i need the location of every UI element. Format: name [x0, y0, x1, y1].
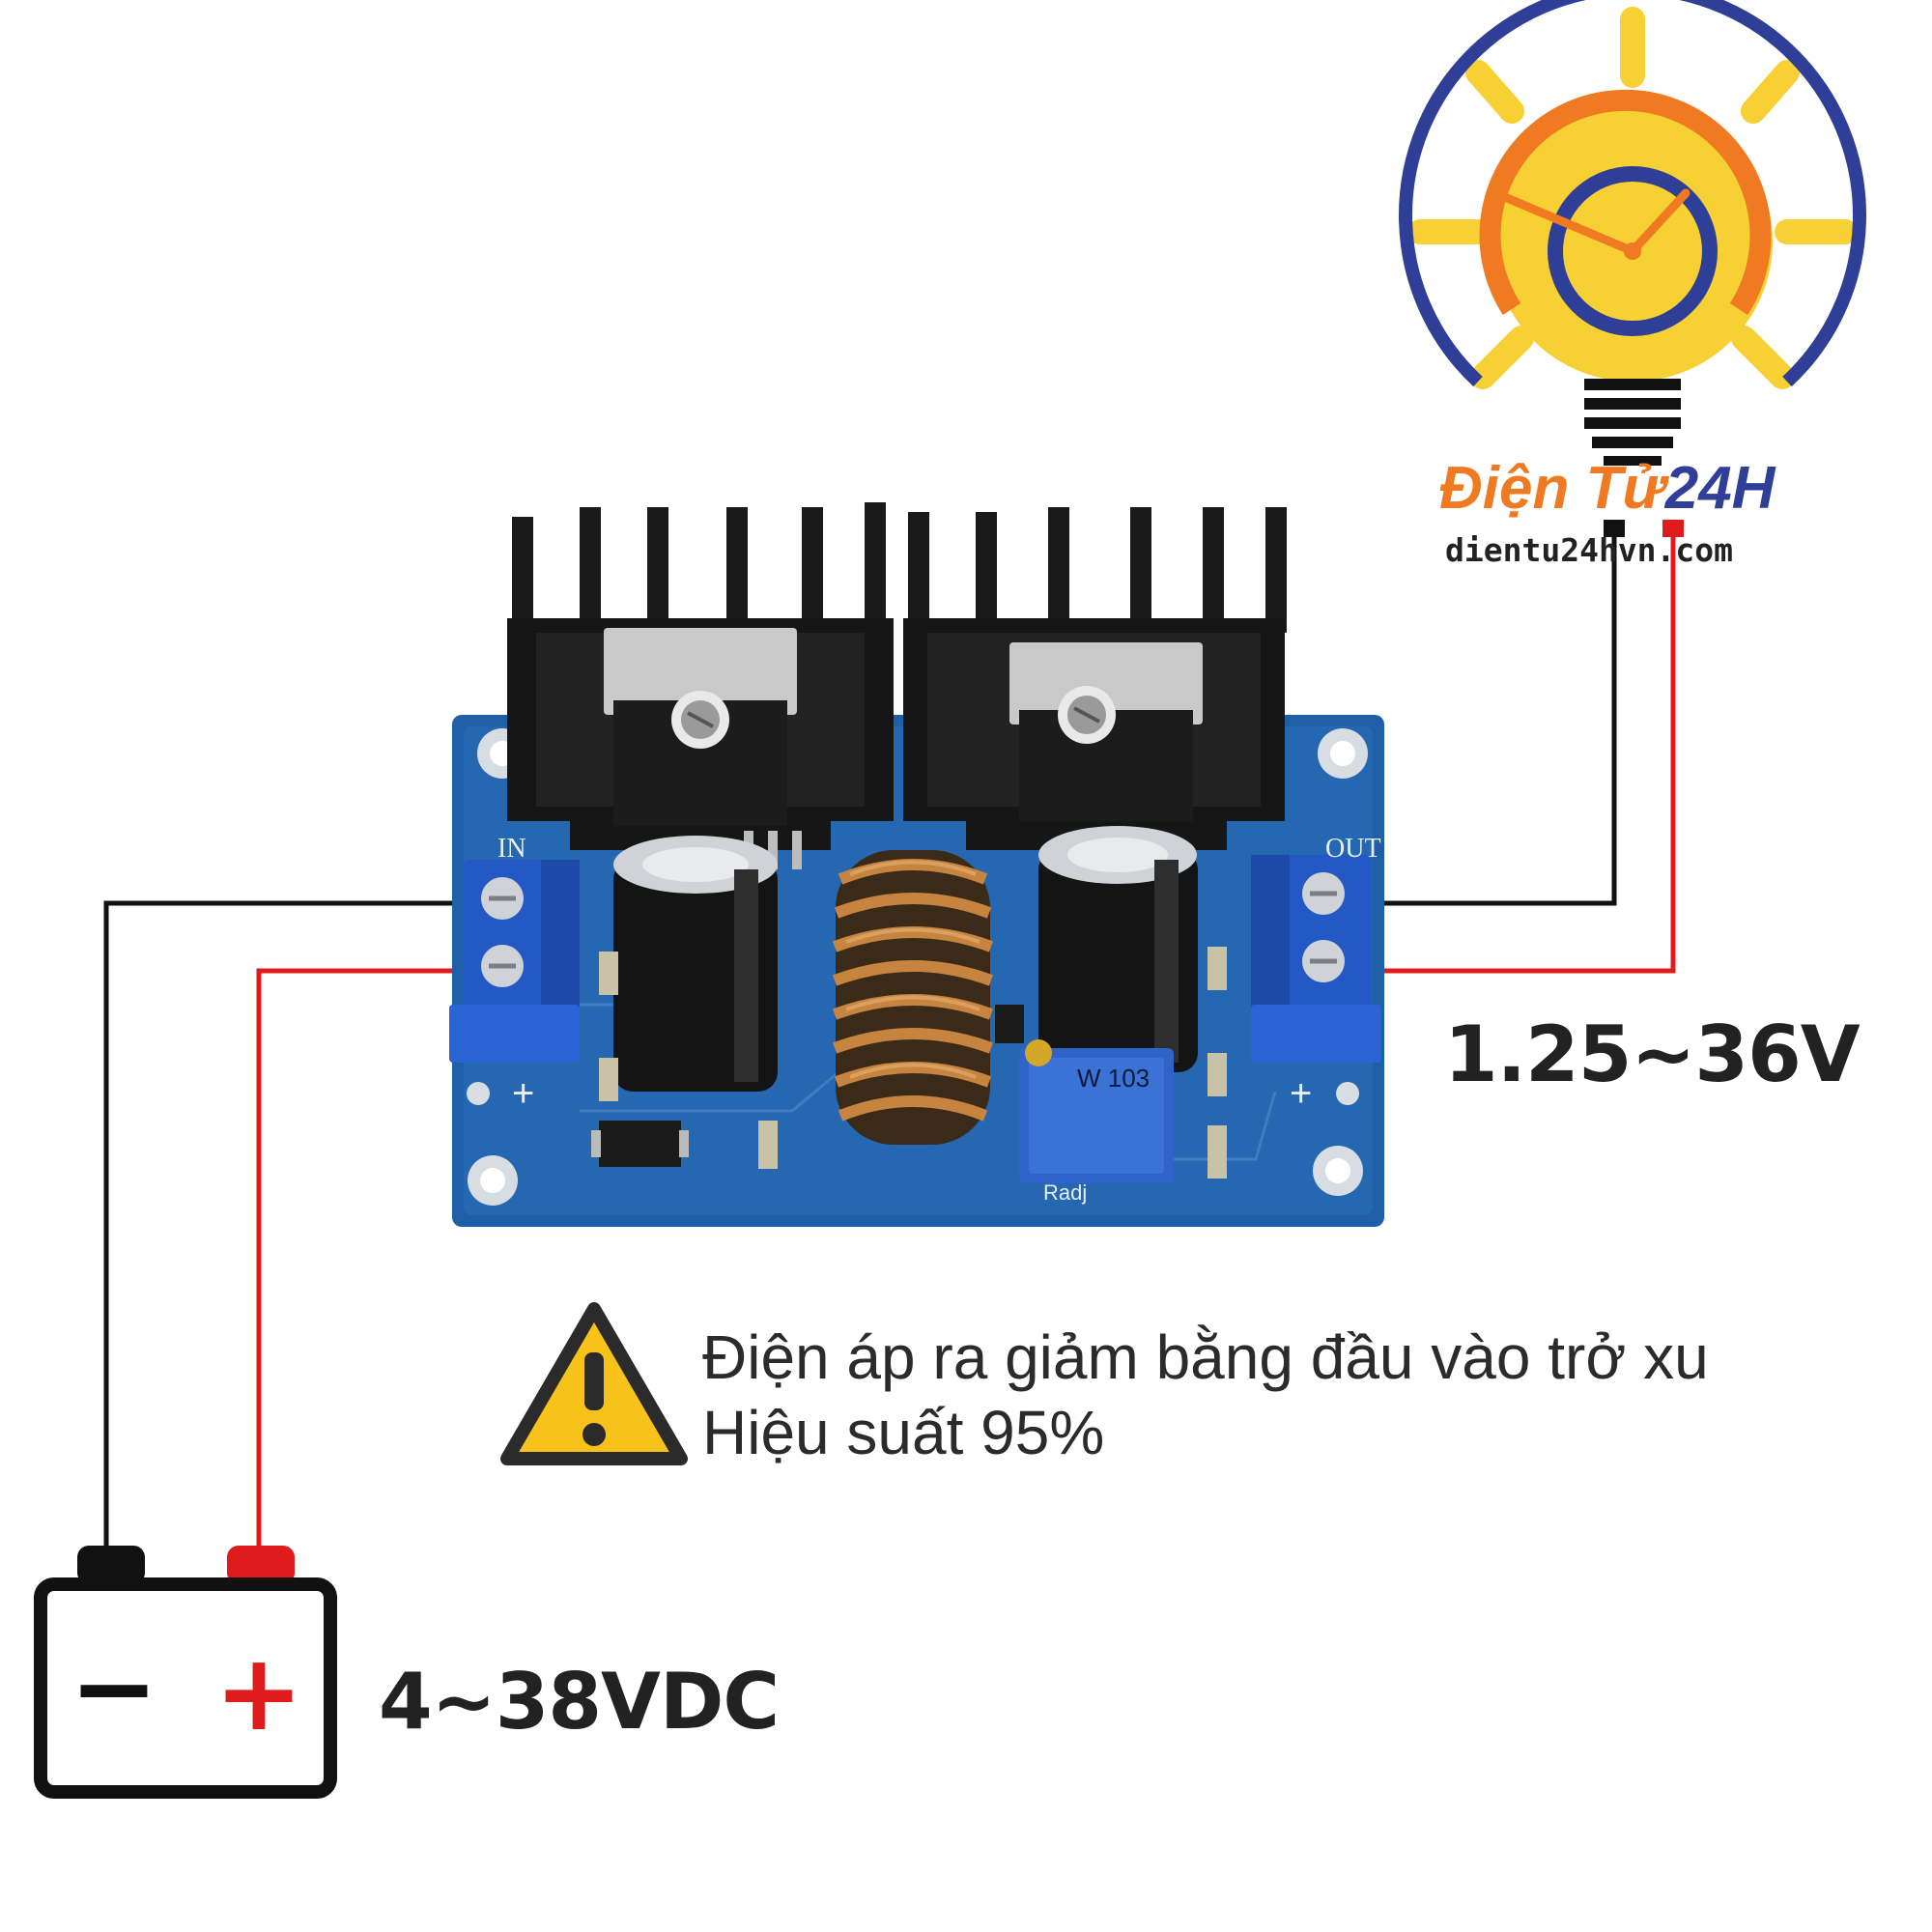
warning-line-2: Hiệu suất 95%: [702, 1398, 1105, 1467]
light-rays-icon: [1407, 7, 1858, 389]
wires: [103, 529, 1676, 1628]
smd-components: [591, 947, 1227, 1179]
battery-body: [34, 1577, 337, 1799]
battery-plus-symbol: +: [214, 1631, 303, 1754]
brand-name-part2: 24H: [1664, 455, 1776, 522]
trimmer-potentiometer: W 103 Radj: [1019, 1039, 1174, 1205]
brand-name-part1: Điện Tử: [1439, 455, 1665, 522]
radj-marking: Radj: [1043, 1180, 1087, 1205]
input-voltage-label: 4~38VDC: [379, 1657, 780, 1747]
brand-logo: [1399, 0, 1866, 466]
battery-minus-symbol: −: [70, 1626, 158, 1749]
bulb-icon: [1492, 101, 1773, 382]
output-positive-wire: [1338, 529, 1676, 974]
warning-line-1: Điện áp ra giảm bằng đầu vào trở xu: [702, 1322, 1709, 1392]
capacitor-left: [613, 836, 778, 1092]
output-negative-wire: [1338, 529, 1617, 906]
output-negative-connector: [1604, 520, 1625, 537]
bulb-base: [1584, 379, 1681, 466]
regulator-left: [604, 628, 802, 869]
input-terminal-block: [449, 860, 580, 1063]
orange-arc: [1479, 89, 1772, 315]
input-negative-wire: [103, 900, 507, 1628]
capacitor-right: [1038, 826, 1198, 1072]
buck-converter-module: W 103 Radj: [449, 502, 1384, 1227]
output-positive-connector: [1662, 520, 1684, 537]
clock-ring: [1548, 166, 1718, 336]
battery-icon: − +: [34, 1546, 337, 1799]
output-terminal-block: [1251, 855, 1381, 1063]
pot-marking: W 103: [1077, 1064, 1150, 1093]
regulator-right: [1009, 642, 1203, 821]
input-positive-wire: [256, 968, 507, 1628]
brand-name: Điện Tử24H: [1439, 454, 1775, 523]
input-marking: IN: [497, 834, 526, 864]
warning-triangle-icon: [500, 1302, 688, 1465]
input-plus-marking: +: [512, 1072, 534, 1115]
brand-url: dientu24hvn.com: [1445, 531, 1734, 569]
output-plus-marking: +: [1290, 1072, 1312, 1115]
battery-positive-terminal: [227, 1546, 295, 1584]
battery-negative-terminal: [77, 1546, 145, 1584]
outer-arc: [1399, 0, 1866, 387]
output-voltage-label: 1.25~36V: [1444, 1009, 1861, 1099]
inductor-coil: [832, 850, 994, 1145]
output-marking: OUT: [1325, 834, 1381, 864]
